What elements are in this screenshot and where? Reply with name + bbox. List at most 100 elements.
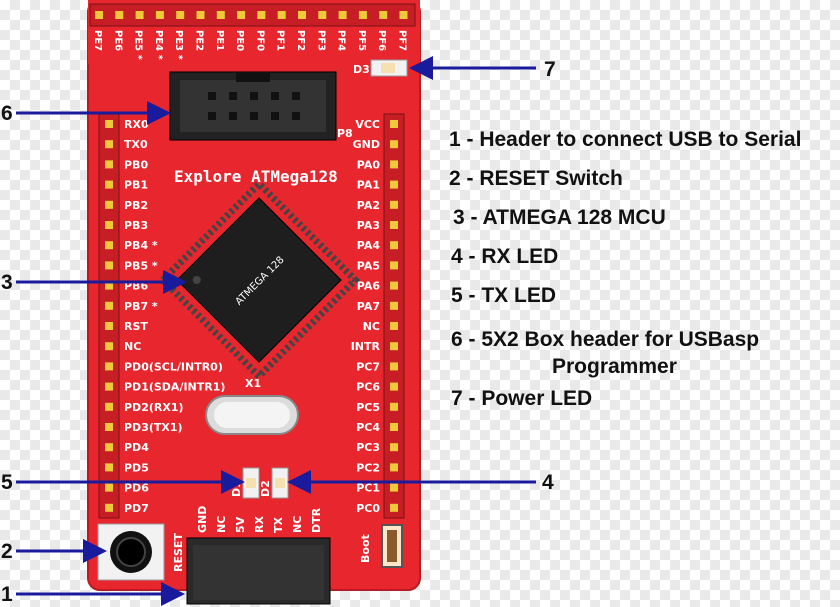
right-pin-label: PA7 (357, 300, 380, 313)
left-pin-label: PD1(SDA/INTR1) (124, 381, 225, 394)
legend-item-2: 2 - RESET Switch (449, 167, 623, 190)
reset-label: RESET (172, 533, 185, 572)
left-pin-pad (105, 160, 113, 169)
top-pin-pad (277, 11, 286, 19)
left-pin-label: PB7 * (124, 300, 158, 313)
left-pin-label: PD4 (124, 441, 149, 454)
left-pin-label: PB4 * (124, 239, 158, 252)
right-pin-pad (390, 463, 398, 472)
left-pin-label: PB3 (124, 219, 148, 232)
top-pin-pad (237, 11, 246, 19)
left-pin-label: PB5 * (124, 259, 158, 272)
left-pin-label: TX0 (124, 138, 148, 151)
left-pin-pad (105, 200, 113, 209)
right-pin-pad (390, 160, 398, 169)
top-pin-label: PE0 (234, 30, 245, 51)
right-pin-label: PC4 (356, 421, 380, 434)
right-pin-pad (390, 322, 398, 330)
right-pin-pad (390, 301, 398, 310)
legend-item-6: 6 - 5X2 Box header for USBasp (451, 328, 760, 351)
right-pin-pad (390, 200, 398, 209)
top-pin-pad (95, 11, 103, 19)
top-pin-pad (155, 11, 164, 19)
right-pin-pad (390, 402, 398, 411)
led-d2-label: D2 (259, 480, 272, 497)
left-pin-pad (105, 463, 113, 472)
usb-pin-label: NC (215, 516, 228, 533)
top-pin-label: PF2 (295, 30, 306, 51)
top-pin-pad (318, 11, 327, 19)
right-pin-label: PA1 (357, 179, 380, 192)
left-pin-pad (105, 180, 113, 189)
callout-number-2: 2 (1, 540, 13, 563)
left-pin-pad (105, 261, 113, 270)
right-pin-pad (390, 140, 398, 149)
top-pin-label: PE3 * (173, 30, 184, 61)
left-pin-label: RX0 (124, 118, 149, 131)
left-pin-pad (105, 483, 113, 492)
left-pin-label: PD7 (124, 502, 149, 515)
usb-pin-label: GND (196, 506, 209, 533)
power-led-d3 (370, 59, 408, 77)
left-pin-label: PD6 (124, 482, 149, 495)
right-pin-label: PC1 (356, 482, 380, 495)
top-pin-label: PF1 (275, 30, 286, 51)
right-pin-label: PC6 (356, 381, 380, 394)
tx-led-d1 (242, 467, 260, 499)
rx-led-d2 (271, 467, 289, 499)
usb-pin-label: NC (291, 516, 304, 533)
left-pin-pad (105, 423, 113, 431)
left-pin-label: PD2(RX1) (124, 401, 184, 414)
right-pin-label: NC (363, 320, 380, 333)
top-pin-label: PF7 (397, 30, 408, 51)
top-pin-pad (399, 11, 408, 19)
boot-label: Boot (359, 534, 372, 563)
right-pin-label: PA4 (357, 239, 381, 252)
left-pin-label: PB2 (124, 199, 148, 212)
callout-number-6: 6 (1, 102, 13, 125)
left-pin-label: PD5 (124, 461, 149, 474)
right-pin-pad (390, 483, 398, 492)
right-pin-pad (390, 261, 398, 270)
right-pin-pad (390, 281, 398, 290)
right-pin-pad (390, 180, 398, 189)
callout-number-3: 3 (1, 271, 13, 294)
right-pin-pad (390, 221, 398, 229)
top-pin-header (89, 3, 416, 27)
top-pin-label: PE1 (214, 30, 225, 51)
top-pin-label: PE4 * (153, 30, 164, 61)
led-d3-label: D3 (353, 63, 370, 76)
right-pin-pad (390, 342, 398, 351)
legend-item-6-cont: Programmer (552, 355, 677, 378)
right-pin-label: PC0 (356, 502, 380, 515)
right-pin-label: INTR (351, 340, 381, 353)
top-pin-label: PF3 (315, 30, 326, 51)
callout-number-1: 1 (1, 583, 13, 606)
right-pin-label: PC2 (356, 461, 380, 474)
right-pin-pad (390, 423, 398, 431)
left-pin-pad (105, 503, 113, 512)
left-pin-pad (105, 402, 113, 411)
legend-item-4: 4 - RX LED (451, 245, 559, 268)
right-pin-pad (390, 382, 398, 391)
atmega128-chip: ATMEGA 128 (157, 178, 361, 382)
top-pin-pad (298, 11, 306, 19)
right-pin-label: PA0 (357, 158, 381, 171)
left-pin-pad (105, 281, 113, 290)
right-pin-pad (390, 241, 398, 250)
top-pin-label: PF5 (356, 30, 367, 51)
right-pin-header (383, 113, 405, 519)
legend-item-3: 3 - ATMEGA 128 MCU (453, 206, 666, 229)
top-pin-pad (135, 11, 144, 19)
left-pin-pad (105, 120, 113, 128)
top-pin-pad (379, 11, 388, 19)
right-pin-label: GND (353, 138, 380, 151)
top-pin-pad (338, 11, 347, 19)
left-pin-pad (105, 301, 113, 310)
legend-item-7: 7 - Power LED (451, 387, 593, 410)
usb-pin-label: DTR (310, 507, 323, 533)
right-pin-pad (390, 503, 398, 512)
left-pin-label: PD0(SCL/INTR0) (124, 360, 223, 373)
top-pin-label: PE6 (112, 30, 123, 51)
